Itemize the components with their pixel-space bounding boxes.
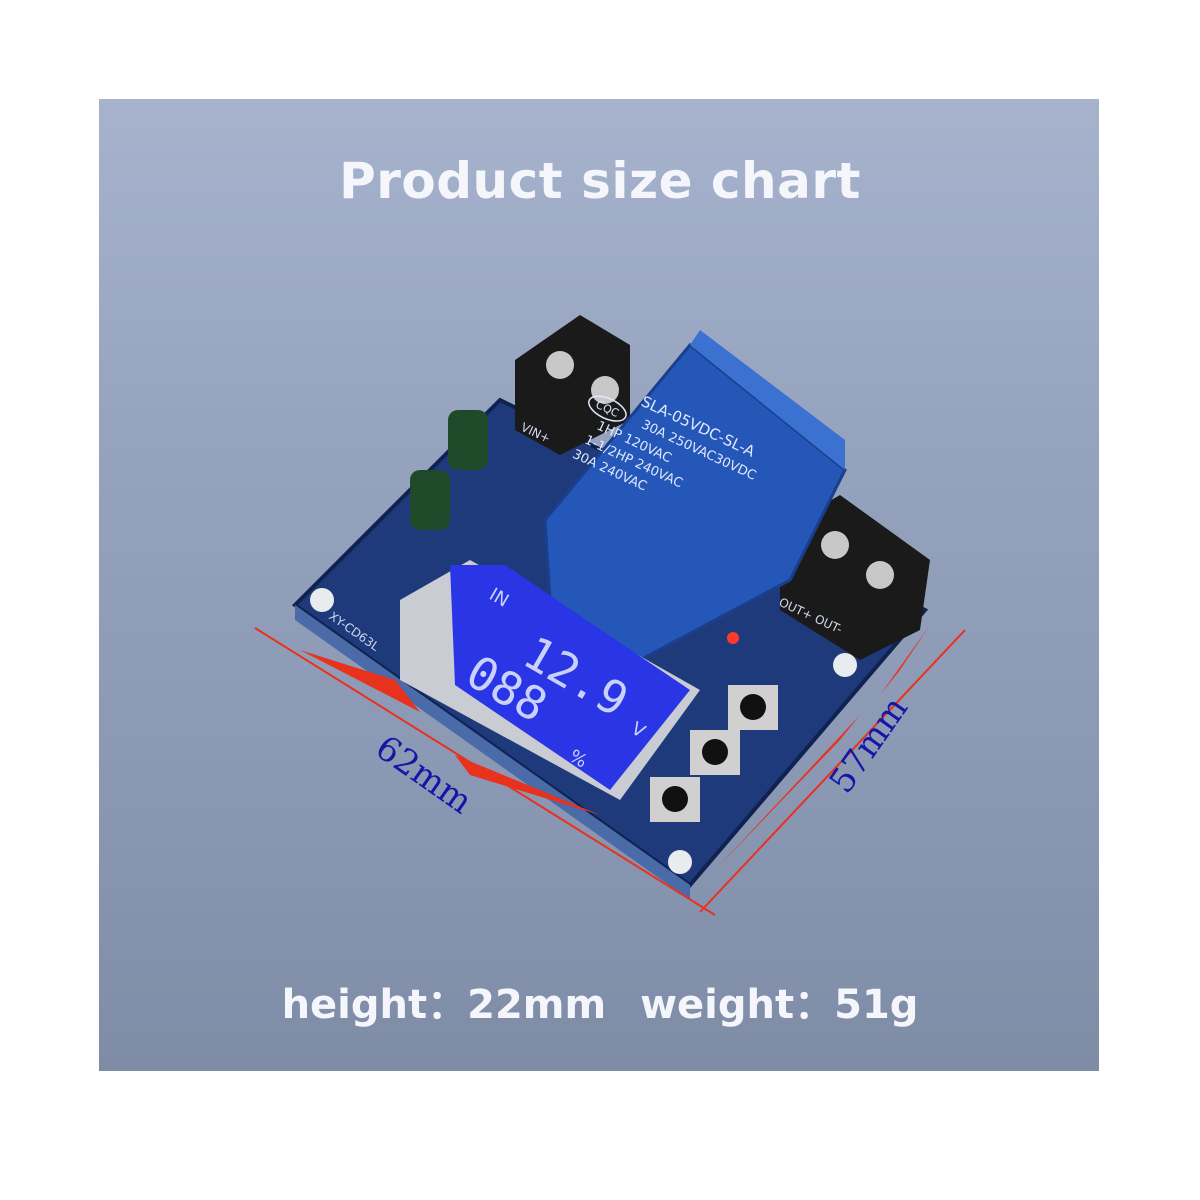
standoff bbox=[668, 850, 692, 874]
length-arrow bbox=[455, 755, 600, 815]
relay-top-edge bbox=[690, 330, 845, 470]
capacitor bbox=[448, 410, 488, 470]
standoff bbox=[310, 588, 334, 612]
capacitor bbox=[410, 470, 450, 530]
output-terminal-block bbox=[780, 495, 930, 660]
page-title: Product size chart bbox=[339, 152, 861, 210]
height-spec: height：22mm bbox=[281, 982, 607, 1028]
button-cap bbox=[702, 739, 728, 765]
width-dimension-line bbox=[699, 629, 966, 913]
screw bbox=[591, 376, 619, 404]
screw bbox=[821, 531, 849, 559]
relay-cert-oval bbox=[588, 395, 627, 422]
width-arrow bbox=[715, 715, 860, 870]
weight-spec: weight：51g bbox=[640, 982, 919, 1028]
lcd-screen bbox=[450, 565, 690, 790]
screw bbox=[546, 351, 574, 379]
pcb-edge bbox=[295, 605, 690, 900]
button-cap bbox=[740, 694, 766, 720]
status-led bbox=[727, 632, 739, 644]
specs-line: height：22mm weight：51g bbox=[0, 972, 1200, 1030]
standoff bbox=[833, 653, 857, 677]
length-arrow bbox=[300, 650, 420, 712]
button-cap bbox=[662, 786, 688, 812]
width-arrow bbox=[880, 625, 930, 695]
input-terminal-block bbox=[515, 315, 630, 455]
screw bbox=[866, 561, 894, 589]
